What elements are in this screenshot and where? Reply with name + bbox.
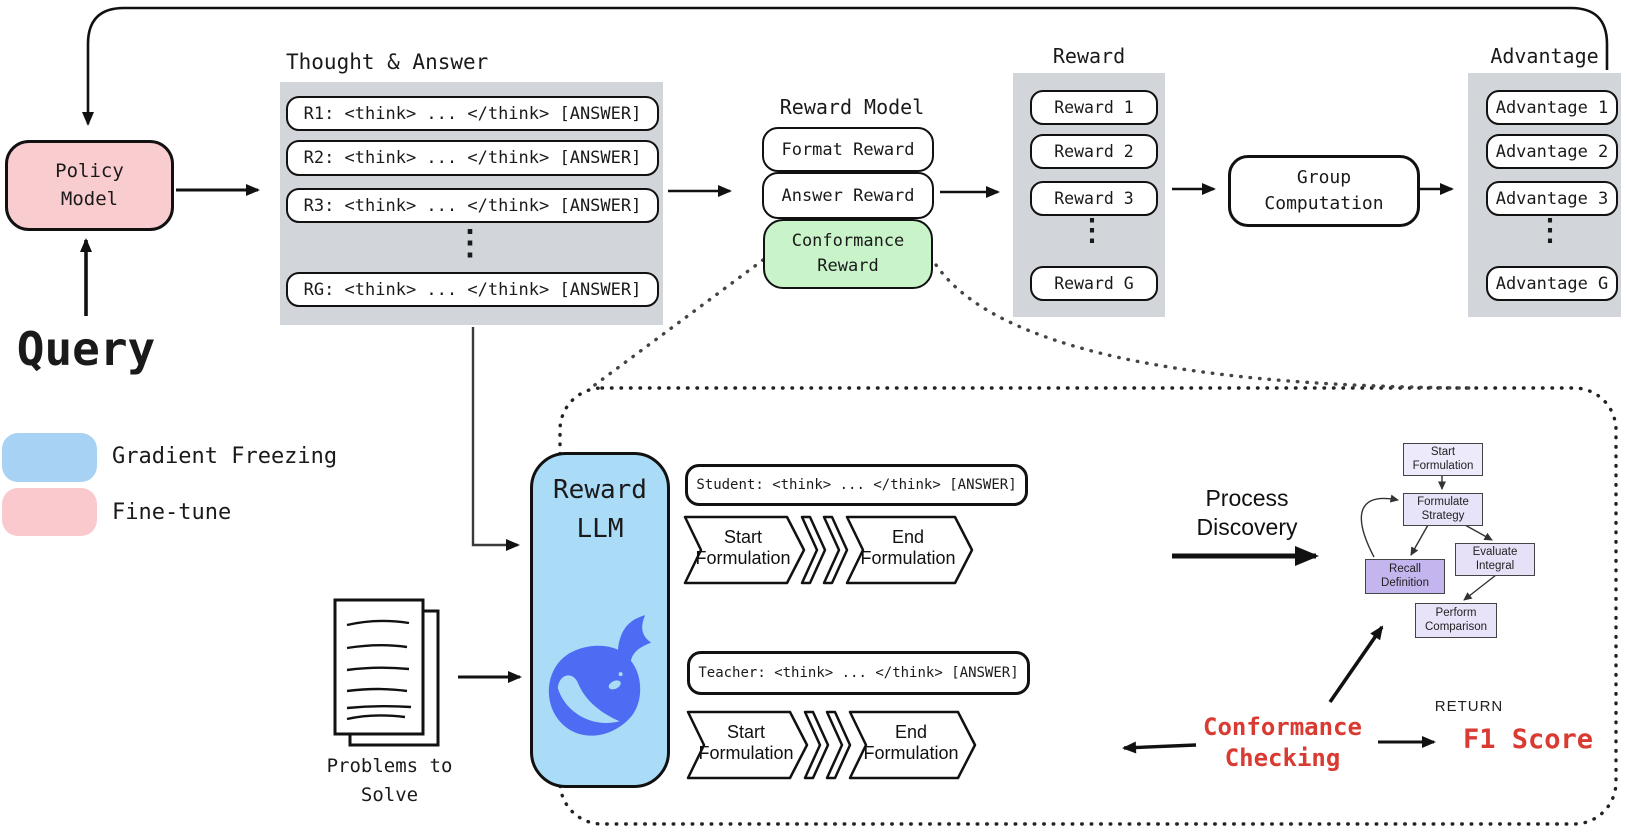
reward-row: Reward 2	[1030, 134, 1158, 169]
query-label: Query	[16, 322, 156, 376]
policy-model-box: Policy Model	[5, 140, 174, 231]
flow-node-recall-definition: Recall Definition	[1365, 559, 1445, 594]
advantage-row: Advantage G	[1486, 266, 1618, 301]
response-row: R1: <think> ... </think> [ANSWER]	[286, 96, 659, 131]
deepseek-whale-icon	[548, 615, 652, 736]
flow-recall-loop	[1360, 494, 1399, 558]
conformance-checking-label: Conformance Checking	[1203, 713, 1362, 773]
f1-score-label: F1 Score	[1462, 724, 1594, 755]
answer-reward-box: Answer Reward	[762, 172, 934, 219]
flow-evaluate-to-perform	[1463, 574, 1497, 601]
response-row: R2: <think> ... </think> [ANSWER]	[286, 140, 659, 176]
student-start-chevron-label: Start Formulation	[695, 527, 791, 568]
flow-strategy-to-evaluate	[1464, 524, 1493, 541]
group-computation-label: Group Computation	[1264, 166, 1384, 214]
flow-node-perform-comparison: Perform Comparison	[1415, 603, 1497, 638]
flow-strategy-to-recall	[1410, 524, 1429, 556]
student-end-chevron-label: End Formulation	[860, 527, 956, 568]
group-computation-box: Group Computation	[1228, 155, 1420, 227]
response-row: RG: <think> ... </think> [ANSWER]	[286, 272, 659, 307]
return-label: RETURN	[1434, 698, 1504, 715]
conformance-zoom-right	[929, 255, 1472, 390]
format-reward-box: Format Reward	[762, 127, 934, 172]
fine-tune-label: Fine-tune	[112, 500, 232, 525]
conformance-reward-label: Conformance Reward	[791, 230, 905, 277]
response-row: R3: <think> ... </think> [ANSWER]	[286, 188, 659, 223]
thought-answer-title: Thought & Answer	[286, 50, 489, 74]
reward-model-title: Reward Model	[779, 95, 925, 119]
teacher-end-chevron-label: End Formulation	[863, 722, 959, 763]
advantage-ellipsis: ⋮	[1535, 213, 1565, 248]
ta-to-llm-arrow	[471, 327, 520, 551]
gradient-freezing-label: Gradient Freezing	[112, 444, 338, 469]
reward-ellipsis: ⋮	[1077, 213, 1107, 248]
process-discovery-label: Process Discovery	[1196, 485, 1298, 540]
problems-label: Problems to Solve	[326, 755, 453, 807]
advantage-column-title: Advantage	[1490, 44, 1599, 68]
gradient-freezing-swatch	[2, 433, 97, 482]
response-ellipsis: ⋮	[453, 223, 487, 263]
problems-papers-icon	[333, 598, 440, 747]
advantage-row: Advantage 1	[1486, 90, 1618, 125]
student-response-box: Student: <think> ... </think> [ANSWER]	[685, 464, 1028, 506]
flow-node-start-formulation: Start Formulation	[1403, 443, 1483, 476]
reward-row: Reward G	[1030, 266, 1158, 301]
fine-tune-swatch	[2, 488, 97, 536]
teacher-response-box: Teacher: <think> ... </think> [ANSWER]	[687, 651, 1030, 695]
flow-node-evaluate-integral: Evaluate Integral	[1455, 543, 1535, 576]
reward-llm-label: Reward LLM	[553, 475, 647, 544]
reward-row: Reward 1	[1030, 90, 1158, 125]
reward-row: Reward 3	[1030, 181, 1158, 216]
advantage-row: Advantage 2	[1486, 134, 1618, 169]
conformance-up-arrow	[1328, 625, 1384, 704]
advantage-row: Advantage 3	[1486, 181, 1618, 216]
policy-model-label: Policy Model	[55, 159, 124, 210]
teacher-start-chevron-label: Start Formulation	[698, 722, 794, 763]
reward-llm-box: Reward LLM	[530, 452, 670, 788]
conformance-reward-box: Conformance Reward	[763, 219, 933, 289]
reward-column-title: Reward	[1052, 44, 1126, 68]
conformance-left-arrow	[1122, 741, 1197, 754]
flow-node-formulate-strategy: Formulate Strategy	[1403, 493, 1483, 526]
